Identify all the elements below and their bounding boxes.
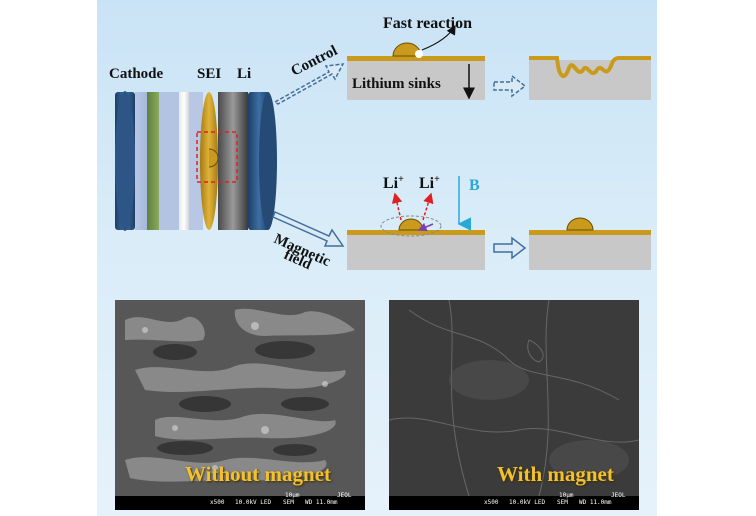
sem-kv-left: 10.0kV LED	[235, 499, 272, 506]
smooth-gold-layer	[347, 230, 485, 235]
cathode-label: Cathode	[109, 66, 164, 82]
li-ion-label-right: Li+	[419, 174, 440, 192]
li-ion-arrow-right	[422, 192, 434, 221]
lateral-flux-arrow	[417, 222, 434, 232]
sem-mode-right: SEM	[557, 499, 568, 506]
left-collector-face	[115, 91, 135, 231]
sem-mode-left: SEM	[283, 499, 294, 506]
sem-mag-right: x500	[484, 499, 499, 506]
sem-info-bar-right: x500 10.0kV LED SEM WD 11.0mm 10µm JEOL	[389, 492, 639, 510]
separator-layer	[179, 92, 189, 230]
li-ion-arrow-left	[391, 192, 403, 221]
cathode-green-layer	[147, 92, 159, 230]
smooth-bump	[398, 218, 424, 231]
electrolyte-layer-2	[189, 92, 203, 230]
sem-texture-smooth	[389, 300, 639, 497]
flat-gold-layer	[529, 230, 651, 235]
fast-reaction-label: Fast reaction	[383, 15, 472, 32]
sem-kv-right: 10.0kV LED	[509, 499, 546, 506]
bottom-next-arrow	[493, 236, 527, 260]
sink-panel	[347, 24, 485, 100]
sem-image-with-magnet: With magnet x500 10.0kV LED SEM WD 11.0m…	[389, 300, 639, 510]
schematic-diagram: Cathode SEI Li Control Fast reaction Lit…	[109, 15, 651, 273]
figure-panel: Cathode SEI Li Control Fast reaction Lit…	[97, 0, 657, 516]
flat-substrate	[529, 234, 651, 270]
sei-label: SEI	[197, 66, 221, 82]
right-collector-face	[259, 92, 277, 230]
top-next-arrow	[493, 74, 527, 98]
sem-scale-right: 10µm	[559, 492, 574, 499]
sem-texture-rough	[115, 300, 365, 496]
ion-flux-ellipse	[380, 215, 442, 237]
sem-wd-left: WD 11.0mm	[305, 499, 338, 506]
li-ion-label-left: Li+	[383, 174, 404, 192]
magnetic-arrow	[272, 210, 345, 247]
rough-gold-layer	[529, 56, 651, 78]
sem-info-bar-left: x500 10.0kV LED SEM WD 11.0mm 10µm JEOL	[115, 492, 365, 510]
sem-brand-right: JEOL	[611, 492, 626, 499]
lithium-sinks-label: Lithium sinks	[352, 76, 441, 92]
sem-mag-left: x500	[210, 499, 225, 506]
electrolyte-layer	[159, 92, 179, 230]
caption-without-magnet: Without magnet	[185, 462, 332, 486]
caption-with-magnet: With magnet	[497, 462, 614, 486]
sink-gold-layer	[347, 56, 485, 61]
zoom-box	[196, 131, 238, 183]
smooth-panel	[347, 176, 485, 270]
sem-scale-left: 10µm	[285, 492, 300, 499]
sem-wd-right: WD 11.0mm	[579, 499, 612, 506]
rough-panel	[529, 56, 651, 100]
fast-reaction-pointer	[421, 24, 456, 51]
sem-brand-left: JEOL	[337, 492, 352, 499]
sink-substrate	[347, 60, 485, 100]
battery-stack	[115, 91, 277, 231]
li-label: Li	[237, 66, 251, 82]
flat-bump	[566, 217, 594, 231]
lithium-anode	[218, 92, 248, 230]
b-field-label: B	[469, 177, 480, 194]
smooth-substrate	[347, 234, 485, 270]
rough-substrate	[529, 60, 651, 100]
fast-reaction-spot	[415, 50, 423, 58]
control-arrow	[273, 63, 345, 105]
flat-panel	[529, 217, 651, 270]
sem-image-without-magnet: Without magnet x500 10.0kV LED SEM WD 11…	[115, 300, 365, 510]
